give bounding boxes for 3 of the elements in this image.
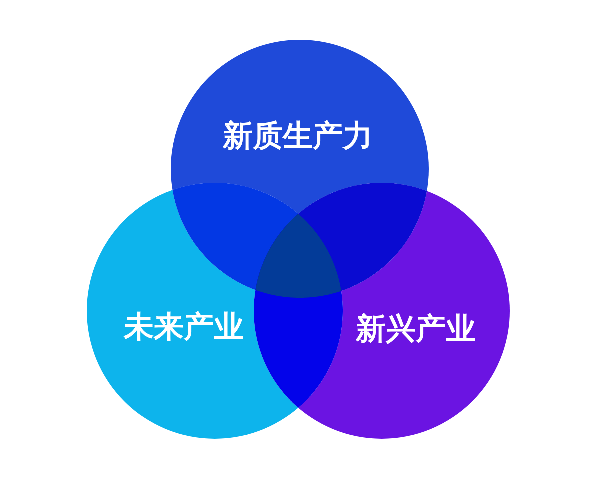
circle-label: 未来产业: [124, 312, 244, 344]
circle-label: 新兴产业: [356, 314, 476, 346]
circle-label: 新质生产力: [223, 121, 373, 153]
